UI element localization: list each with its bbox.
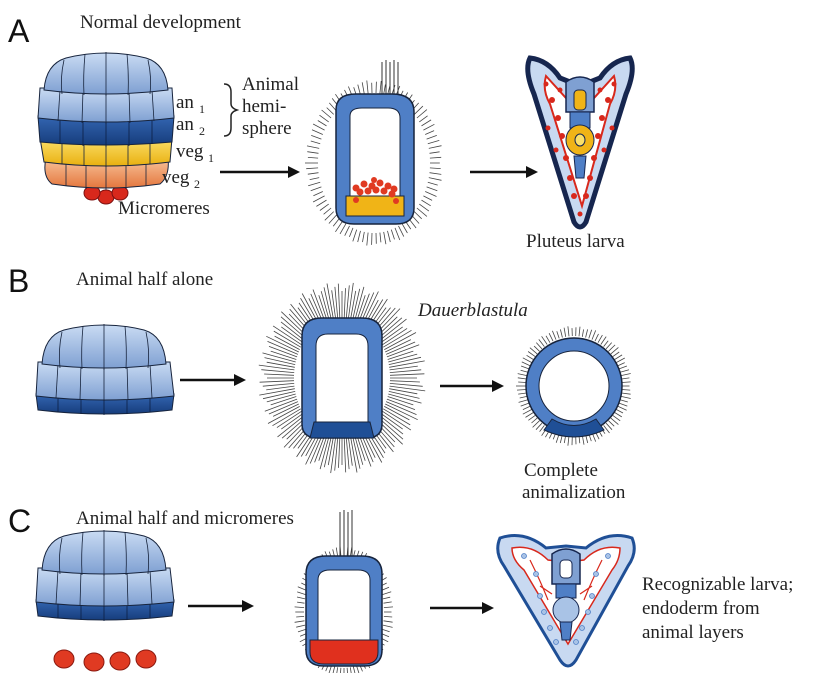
panel-c: C Animal half and micromeres [8, 503, 793, 673]
label-animalization: animalization [522, 482, 626, 503]
panel-a-letter: A [8, 13, 30, 49]
animalized-blastula [516, 326, 631, 445]
label-dauerblastula: Dauerblastula [417, 300, 528, 321]
panel-a: A Normal development [8, 12, 632, 252]
label-complete: Complete [524, 460, 598, 481]
embryo-64-cell [38, 52, 174, 204]
label-an2: an [176, 114, 194, 135]
animal-half-c [36, 530, 174, 621]
label-veg2-sub: 2 [194, 177, 200, 191]
isolated-micromeres [54, 650, 156, 671]
dauerblastula-b [259, 283, 425, 473]
arrow-b2 [440, 380, 504, 392]
recognizable-larva [498, 536, 635, 666]
panel-b: B Animal half alone [8, 263, 631, 503]
arrow-b1 [180, 374, 246, 386]
label-hemisphere-3: sphere [242, 118, 292, 139]
hemisphere-brace [224, 84, 237, 136]
arrow-a1 [220, 166, 300, 178]
label-veg1: veg [176, 141, 204, 162]
label-veg1-sub: 1 [208, 151, 214, 165]
label-an1-sub: 1 [199, 102, 205, 116]
blastula-a [305, 60, 442, 246]
label-an1: an [176, 92, 194, 113]
label-hemisphere-1: Animal [242, 74, 299, 95]
label-animal-layers: animal layers [642, 622, 744, 643]
label-micromeres: Micromeres [118, 198, 210, 219]
arrow-c2 [430, 602, 494, 614]
panel-a-title: Normal development [80, 12, 242, 33]
panel-c-letter: C [8, 503, 31, 539]
animal-half-b [36, 324, 174, 415]
arrow-c1 [188, 600, 254, 612]
panel-b-letter: B [8, 263, 29, 299]
label-veg2: veg [162, 167, 190, 188]
label-pluteus-larva: Pluteus larva [526, 231, 625, 252]
label-endoderm-from: endoderm from [642, 598, 760, 619]
panel-c-title: Animal half and micromeres [76, 508, 294, 529]
arrow-a2 [470, 166, 538, 178]
label-recognizable-larva: Recognizable larva; [642, 574, 793, 595]
panel-b-title: Animal half alone [76, 269, 213, 290]
blastula-c [295, 510, 393, 673]
pluteus-larva [528, 58, 633, 227]
label-hemisphere-2: hemi- [242, 96, 286, 117]
label-an2-sub: 2 [199, 124, 205, 138]
